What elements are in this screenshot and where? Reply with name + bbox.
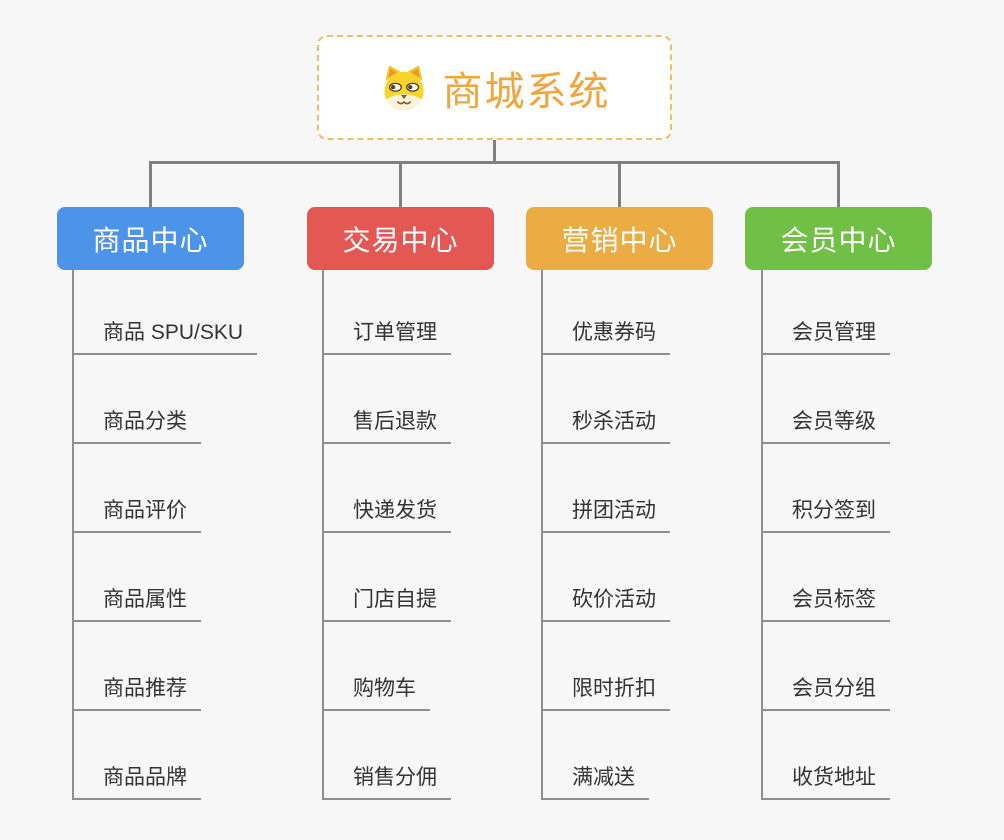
leaf-item-product-spu-sku[interactable]: 商品 SPU/SKU <box>72 313 258 355</box>
leaf-item-bargain[interactable]: 砍价活动 <box>541 580 670 622</box>
leaf-item-sales-commission[interactable]: 销售分佣 <box>322 758 451 800</box>
connector-spine-product <box>72 270 74 800</box>
doge-icon <box>379 63 429 113</box>
leaf-item-express-delivery[interactable]: 快递发货 <box>322 491 451 533</box>
leaf-item-limited-discount[interactable]: 限时折扣 <box>541 669 670 711</box>
leaf-item-member-tag[interactable]: 会员标签 <box>761 580 890 622</box>
leaf-item-member-level[interactable]: 会员等级 <box>761 402 890 444</box>
leaf-item-shopping-cart[interactable]: 购物车 <box>322 669 430 711</box>
connector-horizontal-main <box>149 161 840 164</box>
branch-marketing-center[interactable]: 营销中心 <box>526 207 713 270</box>
connector-drop-product <box>149 161 152 207</box>
connector-spine-trade <box>322 270 324 800</box>
leaf-item-flash-sale[interactable]: 秒杀活动 <box>541 402 670 444</box>
leaf-item-member-group[interactable]: 会员分组 <box>761 669 890 711</box>
leaf-item-product-category[interactable]: 商品分类 <box>72 402 201 444</box>
leaf-item-product-review[interactable]: 商品评价 <box>72 491 201 533</box>
leaf-item-order-management[interactable]: 订单管理 <box>322 313 451 355</box>
leaf-item-coupon-code[interactable]: 优惠券码 <box>541 313 670 355</box>
leaf-item-store-pickup[interactable]: 门店自提 <box>322 580 451 622</box>
connector-spine-member <box>761 270 763 800</box>
leaf-item-points-checkin[interactable]: 积分签到 <box>761 491 890 533</box>
branch-product-center[interactable]: 商品中心 <box>57 207 244 270</box>
connector-spine-marketing <box>541 270 543 800</box>
leaf-item-after-sale-refund[interactable]: 售后退款 <box>322 402 451 444</box>
root-node[interactable]: 商城系统 <box>317 35 672 140</box>
leaf-item-shipping-address[interactable]: 收货地址 <box>761 758 890 800</box>
branch-member-center[interactable]: 会员中心 <box>745 207 932 270</box>
leaf-item-member-management[interactable]: 会员管理 <box>761 313 890 355</box>
leaf-item-product-recommend[interactable]: 商品推荐 <box>72 669 201 711</box>
leaf-item-product-attr[interactable]: 商品属性 <box>72 580 201 622</box>
connector-drop-marketing <box>618 161 621 207</box>
leaf-item-product-brand[interactable]: 商品品牌 <box>72 758 201 800</box>
connector-drop-trade <box>399 161 402 207</box>
branch-trade-center[interactable]: 交易中心 <box>307 207 494 270</box>
root-title: 商城系统 <box>442 69 611 114</box>
leaf-item-group-buy[interactable]: 拼团活动 <box>541 491 670 533</box>
connector-root-stub <box>493 140 496 161</box>
leaf-item-full-reduction[interactable]: 满减送 <box>541 758 649 800</box>
connector-drop-member <box>837 161 840 207</box>
